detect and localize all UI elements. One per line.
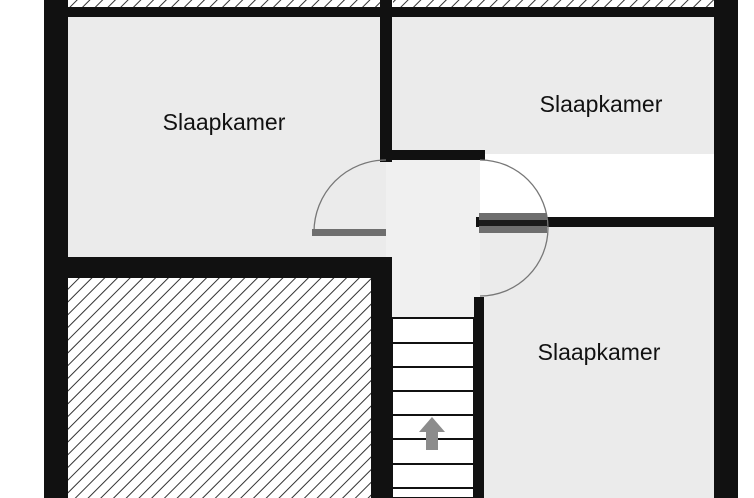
wall-bedroom-left-bottom [44,257,392,278]
door-swing-arc-left [313,159,387,233]
room-bedroom-bottom-right-floor [480,222,720,498]
wall-exterior-left [44,0,68,498]
wall-hall-right [474,297,484,498]
door-swing-arc-right [479,159,549,297]
wall-bedroom-top-right-bottom [380,150,485,160]
wall-exterior-right [714,0,738,498]
wall-bedroom-bottom-right-top [476,217,720,227]
hall-floor-lobe [386,154,480,222]
room-label-top-right: Slaapkamer [540,91,663,117]
wall-hatched-right [371,257,392,498]
room-bedroom-top-right-floor [386,12,720,154]
room-label-bottom-right: Slaapkamer [538,339,661,365]
hatched-void-top-left [68,0,381,7]
hatched-void-top-right [393,0,714,7]
room-label-top-left: Slaapkamer [163,109,286,135]
stair-up-arrow-icon [419,417,445,450]
staircase [391,317,475,498]
hatched-void-left [56,278,371,498]
room-bedroom-top-left-floor [60,12,386,262]
door-leaf-left [312,229,386,236]
wall-center-vertical [380,0,392,162]
